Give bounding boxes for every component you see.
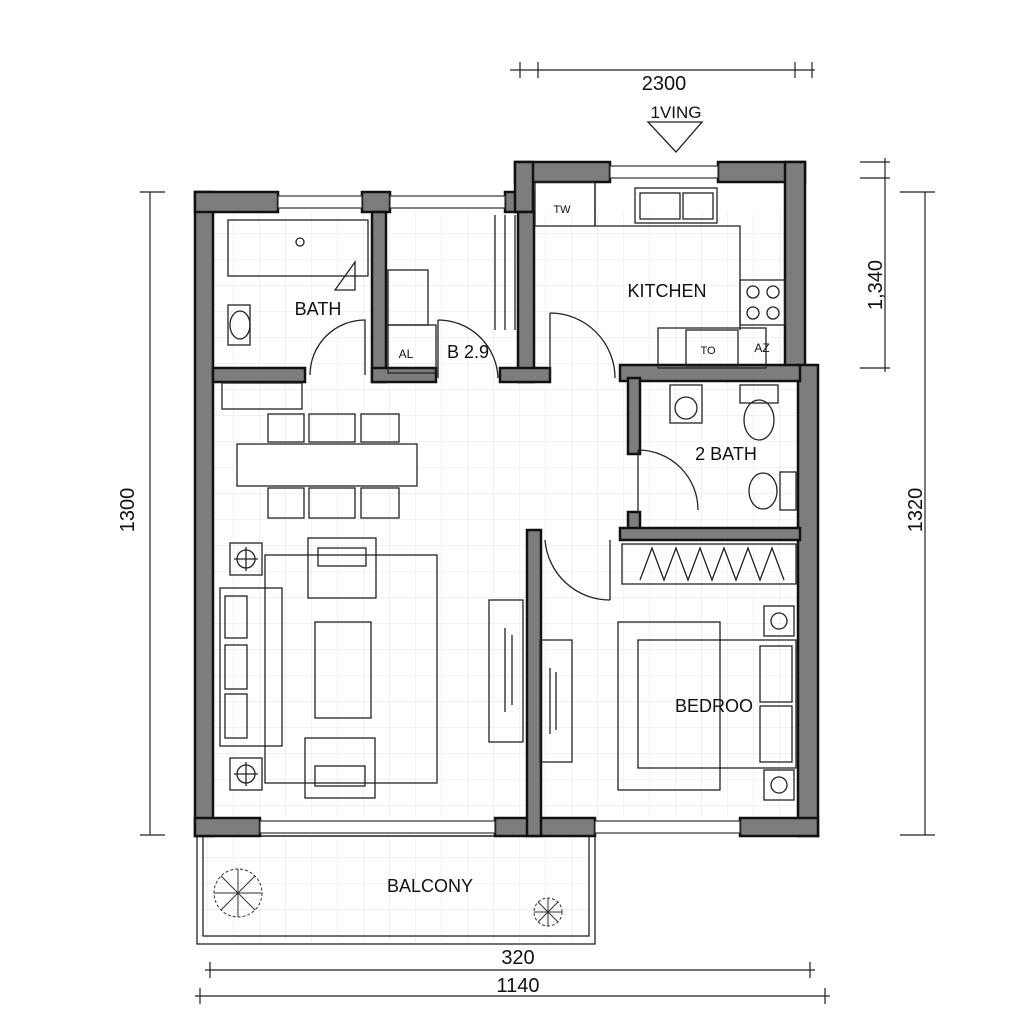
lamp-icon bbox=[229, 542, 263, 576]
dimension-lines bbox=[140, 62, 935, 1004]
living-marker-label: 1VING bbox=[650, 103, 701, 122]
dimension-top: 2300 bbox=[642, 73, 687, 95]
room-label-balcony: BALCONY bbox=[387, 876, 473, 896]
section-marker: 1VING bbox=[646, 103, 704, 153]
plant-icon bbox=[533, 897, 563, 927]
bath2-fixtures bbox=[669, 384, 797, 511]
kitchen-label-az: AZ bbox=[754, 341, 769, 355]
room-label-bath: BATH bbox=[295, 299, 342, 319]
dining-table bbox=[236, 413, 418, 519]
lamp-icon bbox=[763, 605, 795, 637]
room-label-hall-closet: AL bbox=[399, 347, 414, 361]
kitchen-label-tw: TW bbox=[553, 204, 571, 216]
room-label-bath2: 2 BATH bbox=[695, 444, 757, 464]
plant-icon bbox=[213, 868, 263, 918]
dimension-left: 1300 bbox=[117, 488, 139, 533]
bidet-icon bbox=[748, 471, 797, 511]
sink-icon bbox=[669, 384, 703, 424]
windows bbox=[259, 165, 741, 834]
stove-icon bbox=[739, 279, 786, 326]
lamp-icon bbox=[229, 757, 263, 791]
room-label-bedroom: BEDROO bbox=[675, 696, 753, 716]
lamp-icon bbox=[763, 769, 795, 801]
doors bbox=[309, 312, 699, 601]
dimension-right-lower: 1320 bbox=[905, 488, 927, 533]
sink-icon bbox=[634, 187, 718, 224]
walls bbox=[193, 160, 820, 838]
dimension-right-upper: 1,340 bbox=[865, 260, 887, 310]
dimension-bottom-inner: 320 bbox=[501, 947, 534, 969]
room-label-kitchen: KITCHEN bbox=[627, 281, 706, 301]
kitchen-label-to: TO bbox=[700, 345, 716, 357]
balcony bbox=[196, 835, 596, 945]
room-label-hall: B 2.9 bbox=[447, 342, 489, 362]
bedroom-furniture bbox=[539, 543, 797, 801]
kitchen-fixtures bbox=[534, 181, 786, 369]
toilet-icon bbox=[739, 384, 779, 441]
bath-fixtures bbox=[221, 215, 516, 410]
toilet-icon bbox=[227, 304, 251, 346]
dimension-bottom-outer: 1140 bbox=[496, 975, 539, 997]
living-furniture bbox=[219, 537, 524, 799]
